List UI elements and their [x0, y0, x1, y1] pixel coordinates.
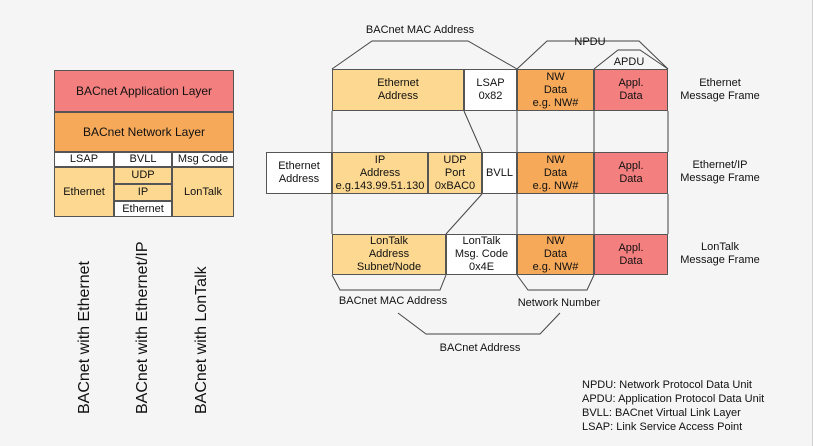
application-layer: BACnet Application Layer — [54, 70, 234, 112]
appl-data-cell-ethernet: Appl. Data — [594, 69, 668, 111]
udp-port-cell: UDP Port 0xBAC0 — [428, 152, 482, 194]
network-number-label: Network Number — [517, 297, 601, 309]
lsap-text: LSAP 0x82 — [476, 77, 505, 102]
ip-address-cell: IP Address e.g.143.99.51.130 — [332, 152, 428, 194]
legend-npdu: NPDU: Network Protocol Data Unit — [582, 379, 752, 391]
bottom-mac-address-label: BACnet MAC Address — [338, 295, 448, 307]
npdu-label: NPDU — [574, 36, 606, 48]
vertical-label-ethernet: BACnet with Ethernet — [76, 261, 93, 414]
stack-ethernet: Ethernet — [54, 167, 114, 217]
bacnet-address-label: BACnet Address — [439, 342, 521, 354]
appl-data-text-lontalk: Appl. Data — [618, 241, 644, 267]
lontalk-msg-code-text: LonTalk Msg. Code 0x4E — [454, 235, 509, 273]
udp-port-text: UDP Port 0xBAC0 — [434, 153, 476, 192]
apdu-label: APDU — [613, 56, 645, 68]
stack-msg-code: Msg Code — [172, 152, 234, 167]
lontalk-msg-code-cell: LonTalk Msg. Code 0x4E — [446, 234, 517, 275]
bvll-text: BVLL — [486, 166, 513, 179]
stack-udp: UDP — [114, 167, 172, 184]
lontalk-address-text: LonTalk Address Subnet/Node — [356, 235, 422, 273]
ethernet-address-cell: Ethernet Address — [332, 69, 464, 111]
stack-ip-label: IP — [137, 186, 149, 198]
ip-ethernet-address-text: Ethernet Address — [278, 160, 320, 185]
stack-bvll: BVLL — [114, 152, 172, 167]
vertical-label-lontalk: BACnet with LonTalk — [193, 266, 210, 414]
stack-ethernet-small: Ethernet — [114, 201, 172, 217]
lsap-cell: LSAP 0x82 — [464, 69, 517, 111]
lontalk-address-cell: LonTalk Address Subnet/Node — [332, 234, 446, 275]
stack-lontalk: LonTalk — [172, 167, 234, 217]
appl-data-cell-lontalk: Appl. Data — [594, 234, 668, 275]
stack-ip: IP — [114, 184, 172, 201]
legend: NPDU: Network Protocol Data Unit APDU: A… — [582, 378, 764, 434]
legend-bvll: BVLL: BACnet Virtual Link Layer — [582, 407, 741, 419]
legend-apdu: APDU: Application Protocol Data Unit — [582, 393, 765, 405]
nw-data-text-ip: NW Data e.g. NW# — [532, 153, 579, 192]
stack-bvll-label: BVLL — [129, 153, 157, 165]
nw-data-text-ethernet: NW Data e.g. NW# — [532, 70, 579, 109]
application-layer-label: BACnet Application Layer — [75, 83, 213, 98]
nw-data-cell-lontalk: NW Data e.g. NW# — [517, 234, 594, 275]
network-layer-label: BACnet Network Layer — [82, 124, 206, 139]
appl-data-text-ethernet: Appl. Data — [618, 77, 644, 102]
ip-address-text: IP Address e.g.143.99.51.130 — [335, 153, 425, 192]
stack-udp-label: UDP — [131, 169, 155, 181]
stack-lsap-label: LSAP — [69, 153, 99, 165]
stack-ethernet-label: Ethernet — [63, 185, 105, 198]
network-layer: BACnet Network Layer — [54, 112, 234, 152]
stack-ethernet-small-label: Ethernet — [122, 202, 164, 215]
vertical-label-ethernet-ip: BACnet with Ethernet/IP — [134, 241, 151, 414]
stack-msg-code-label: Msg Code — [177, 153, 229, 165]
bvll-cell: BVLL — [482, 152, 517, 194]
ethernet-address-text: Ethernet Address — [377, 77, 419, 102]
lontalk-frame-label: LonTalk Message Frame — [680, 241, 760, 266]
appl-data-cell-ip: Appl. Data — [594, 152, 668, 194]
legend-lsap: LSAP: Link Service Access Point — [582, 421, 743, 433]
ip-ethernet-address-cell: Ethernet Address — [266, 152, 332, 194]
appl-data-text-ip: Appl. Data — [618, 160, 644, 185]
ip-frame-label: Ethernet/IP Message Frame — [680, 159, 760, 184]
nw-data-cell-ip: NW Data e.g. NW# — [517, 152, 594, 194]
stack-lontalk-label: LonTalk — [184, 185, 222, 198]
nw-data-text-lontalk: NW Data e.g. NW# — [532, 235, 579, 273]
nw-data-cell-ethernet: NW Data e.g. NW# — [517, 69, 594, 111]
ethernet-frame-label: Ethernet Message Frame — [680, 77, 760, 102]
top-mac-address-label: BACnet MAC Address — [365, 24, 475, 36]
stack-lsap: LSAP — [54, 152, 114, 167]
